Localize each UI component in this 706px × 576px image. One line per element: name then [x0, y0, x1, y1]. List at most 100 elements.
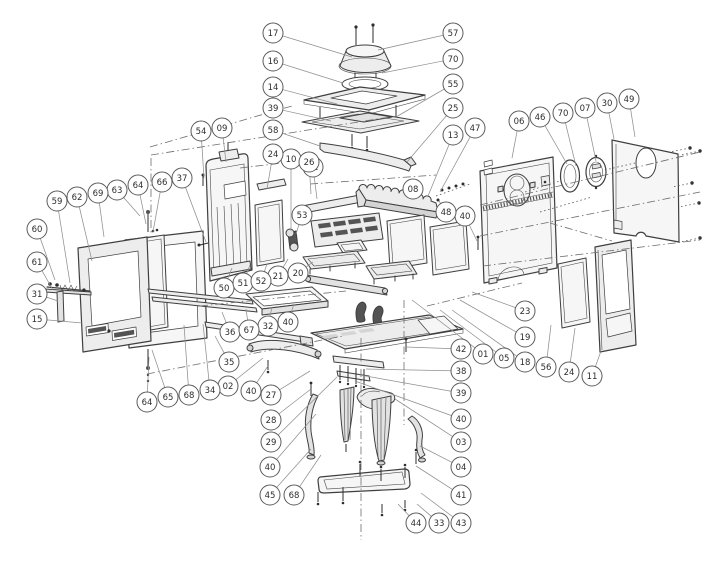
balloon-01-0: 01 [472, 343, 494, 365]
leader-07-6 [586, 117, 597, 162]
leader-17-16 [282, 35, 353, 58]
leader-54-58 [201, 140, 205, 179]
balloon-number: 26 [304, 158, 315, 168]
balloon-number: 43 [456, 519, 467, 529]
balloon-number: 67 [244, 326, 255, 336]
frame-bolt [197, 242, 209, 247]
grate-bolts [436, 182, 465, 202]
construction-line-22 [678, 202, 700, 208]
leader-11-10 [595, 350, 602, 367]
construction-line-23 [679, 237, 701, 243]
balloon-48-52: 48 [435, 201, 457, 223]
balloon-number: 35 [224, 358, 235, 368]
center-firebox-parts [201, 142, 480, 296]
balloon-23-21: 23 [514, 300, 536, 322]
balloon-32-31: 32 [257, 315, 279, 337]
balloon-44-48: 44 [405, 512, 427, 534]
balloon-number: 20 [293, 269, 304, 279]
leader-14-13 [282, 89, 338, 105]
leader-49-53 [630, 108, 636, 138]
leader-24-22 [266, 163, 272, 190]
ash-pan [245, 286, 329, 316]
balloon-circle [260, 384, 282, 406]
balloon-number: 54 [196, 127, 207, 137]
leader-61-65 [41, 270, 54, 291]
leader-29-28 [277, 376, 338, 436]
flue-collar [338, 44, 392, 82]
balloon-number: 55 [448, 80, 459, 90]
balloon-66-71: 66 [151, 171, 173, 193]
leader-33-32 [416, 503, 432, 517]
balloon-42-46: 42 [450, 338, 472, 360]
balloon-number: 37 [177, 174, 188, 184]
leader-47-51 [439, 136, 471, 193]
balloon-number: 25 [448, 104, 459, 114]
panel-bars [216, 202, 242, 273]
balloon-45-49: 45 [259, 484, 281, 506]
balloon-circle [450, 360, 472, 382]
leader-39-39 [359, 374, 452, 392]
balloon-59-63: 59 [46, 190, 68, 212]
balloon-circle [238, 319, 260, 341]
leader-38-37 [365, 368, 452, 372]
balloon-69-75: 69 [87, 182, 109, 204]
balloon-circle [428, 512, 450, 534]
balloon-number: 70 [558, 109, 569, 119]
balloon-circle [260, 431, 282, 453]
construction-line-21 [671, 182, 693, 188]
balloon-61-65: 61 [26, 251, 48, 273]
construction-line-12 [549, 222, 613, 242]
balloon-circle [151, 171, 173, 193]
andiron-left [355, 301, 367, 323]
slotted-grill-panel [310, 212, 384, 248]
balloon-circle [435, 201, 457, 223]
left-door-assembly [44, 210, 329, 383]
leader-20-19 [305, 261, 314, 268]
balloon-circle [450, 408, 472, 430]
balloon-number: 15 [32, 315, 43, 325]
side-glass-panel [557, 257, 591, 329]
balloon-circle [262, 143, 284, 165]
balloon-46-50: 46 [529, 106, 551, 128]
balloon-70-77: 70 [552, 102, 574, 124]
balloon-34-33: 34 [199, 379, 221, 401]
balloon-number: 70 [448, 55, 459, 65]
leader-34-33 [202, 323, 210, 381]
balloon-number: 10 [286, 155, 297, 165]
balloon-circle [514, 326, 536, 348]
balloon-number: 16 [268, 57, 279, 67]
leader-lines-layer [39, 34, 636, 518]
leader-09-8 [222, 137, 227, 163]
balloon-number: 24 [564, 368, 575, 378]
balloon-circle [529, 106, 551, 128]
balloon-circle [277, 311, 299, 333]
leader-06-5 [511, 130, 518, 159]
balloon-05-4: 05 [493, 347, 515, 369]
leader-69-75 [98, 202, 105, 238]
door-hinge-pin-top [146, 210, 159, 233]
balloon-number: 40 [265, 463, 276, 473]
balloon-circle [558, 361, 580, 383]
balloon-number: 61 [32, 258, 43, 268]
balloon-40-43: 40 [259, 456, 281, 478]
balloon-circle [552, 102, 574, 124]
balloon-circle [442, 97, 464, 119]
leader-42-46 [405, 346, 452, 350]
balloon-circle [298, 151, 320, 173]
leader-40-44 [354, 380, 452, 416]
construction-line-17 [435, 183, 471, 197]
balloon-number: 41 [456, 491, 467, 501]
balloon-circle [262, 50, 284, 72]
balloons-layer: 0102030405060708091011121314151617181920… [26, 22, 640, 534]
construction-line-14 [309, 174, 437, 185]
flue-screws [354, 23, 375, 45]
balloon-number: 36 [225, 328, 236, 338]
balloon-circle [514, 351, 536, 373]
balloon-33-32: 33 [428, 512, 450, 534]
balloon-51-55: 51 [232, 272, 254, 294]
leader-40-43 [276, 413, 317, 460]
balloon-number: 14 [268, 83, 279, 93]
balloon-circle [262, 97, 284, 119]
balloon-number: 11 [587, 372, 598, 382]
